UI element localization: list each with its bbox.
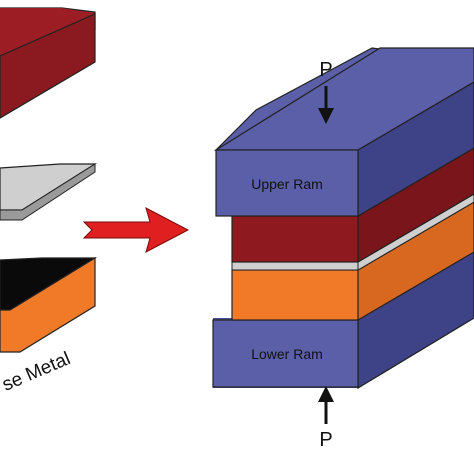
base-metal-plate (0, 256, 98, 353)
force-label-bottom: P (319, 429, 332, 451)
force-label-top: P (319, 59, 332, 81)
base-metal-label-group: se Metal (0, 348, 74, 395)
force-arrow-top (318, 86, 334, 124)
flyer-layer (231, 147, 474, 263)
process-arrow (82, 207, 190, 253)
flyer-plate (0, 7, 96, 119)
interlayer-sheet (0, 163, 98, 221)
force-arrow-bottom (318, 386, 334, 424)
lower-ram-label: Lower Ram (251, 346, 323, 362)
base-metal-label: se Metal (0, 348, 74, 395)
upper-ram (213, 47, 474, 218)
upper-ram-label: Upper Ram (251, 176, 323, 192)
